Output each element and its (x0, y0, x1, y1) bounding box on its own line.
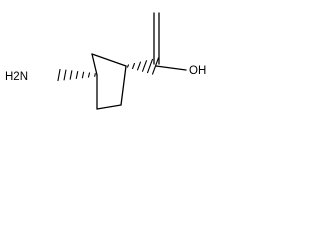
ring-bond-c4-c5 (96, 104, 122, 110)
hashed-wedge-amine (57, 68, 96, 82)
cyclopentane-ring (91, 53, 127, 110)
amine-label: H2N (5, 71, 28, 83)
carboxylic-acid-group (153, 12, 187, 71)
c-oh-bond (155, 65, 187, 71)
ring-bond-c2-c3 (91, 53, 127, 67)
hydroxyl-label: OH (189, 65, 206, 77)
ring-bond-c1-c2 (91, 53, 98, 76)
ring-bond-c3-c4 (120, 65, 127, 106)
skeletal-structure-diagram: H2N OH (5, 12, 206, 110)
